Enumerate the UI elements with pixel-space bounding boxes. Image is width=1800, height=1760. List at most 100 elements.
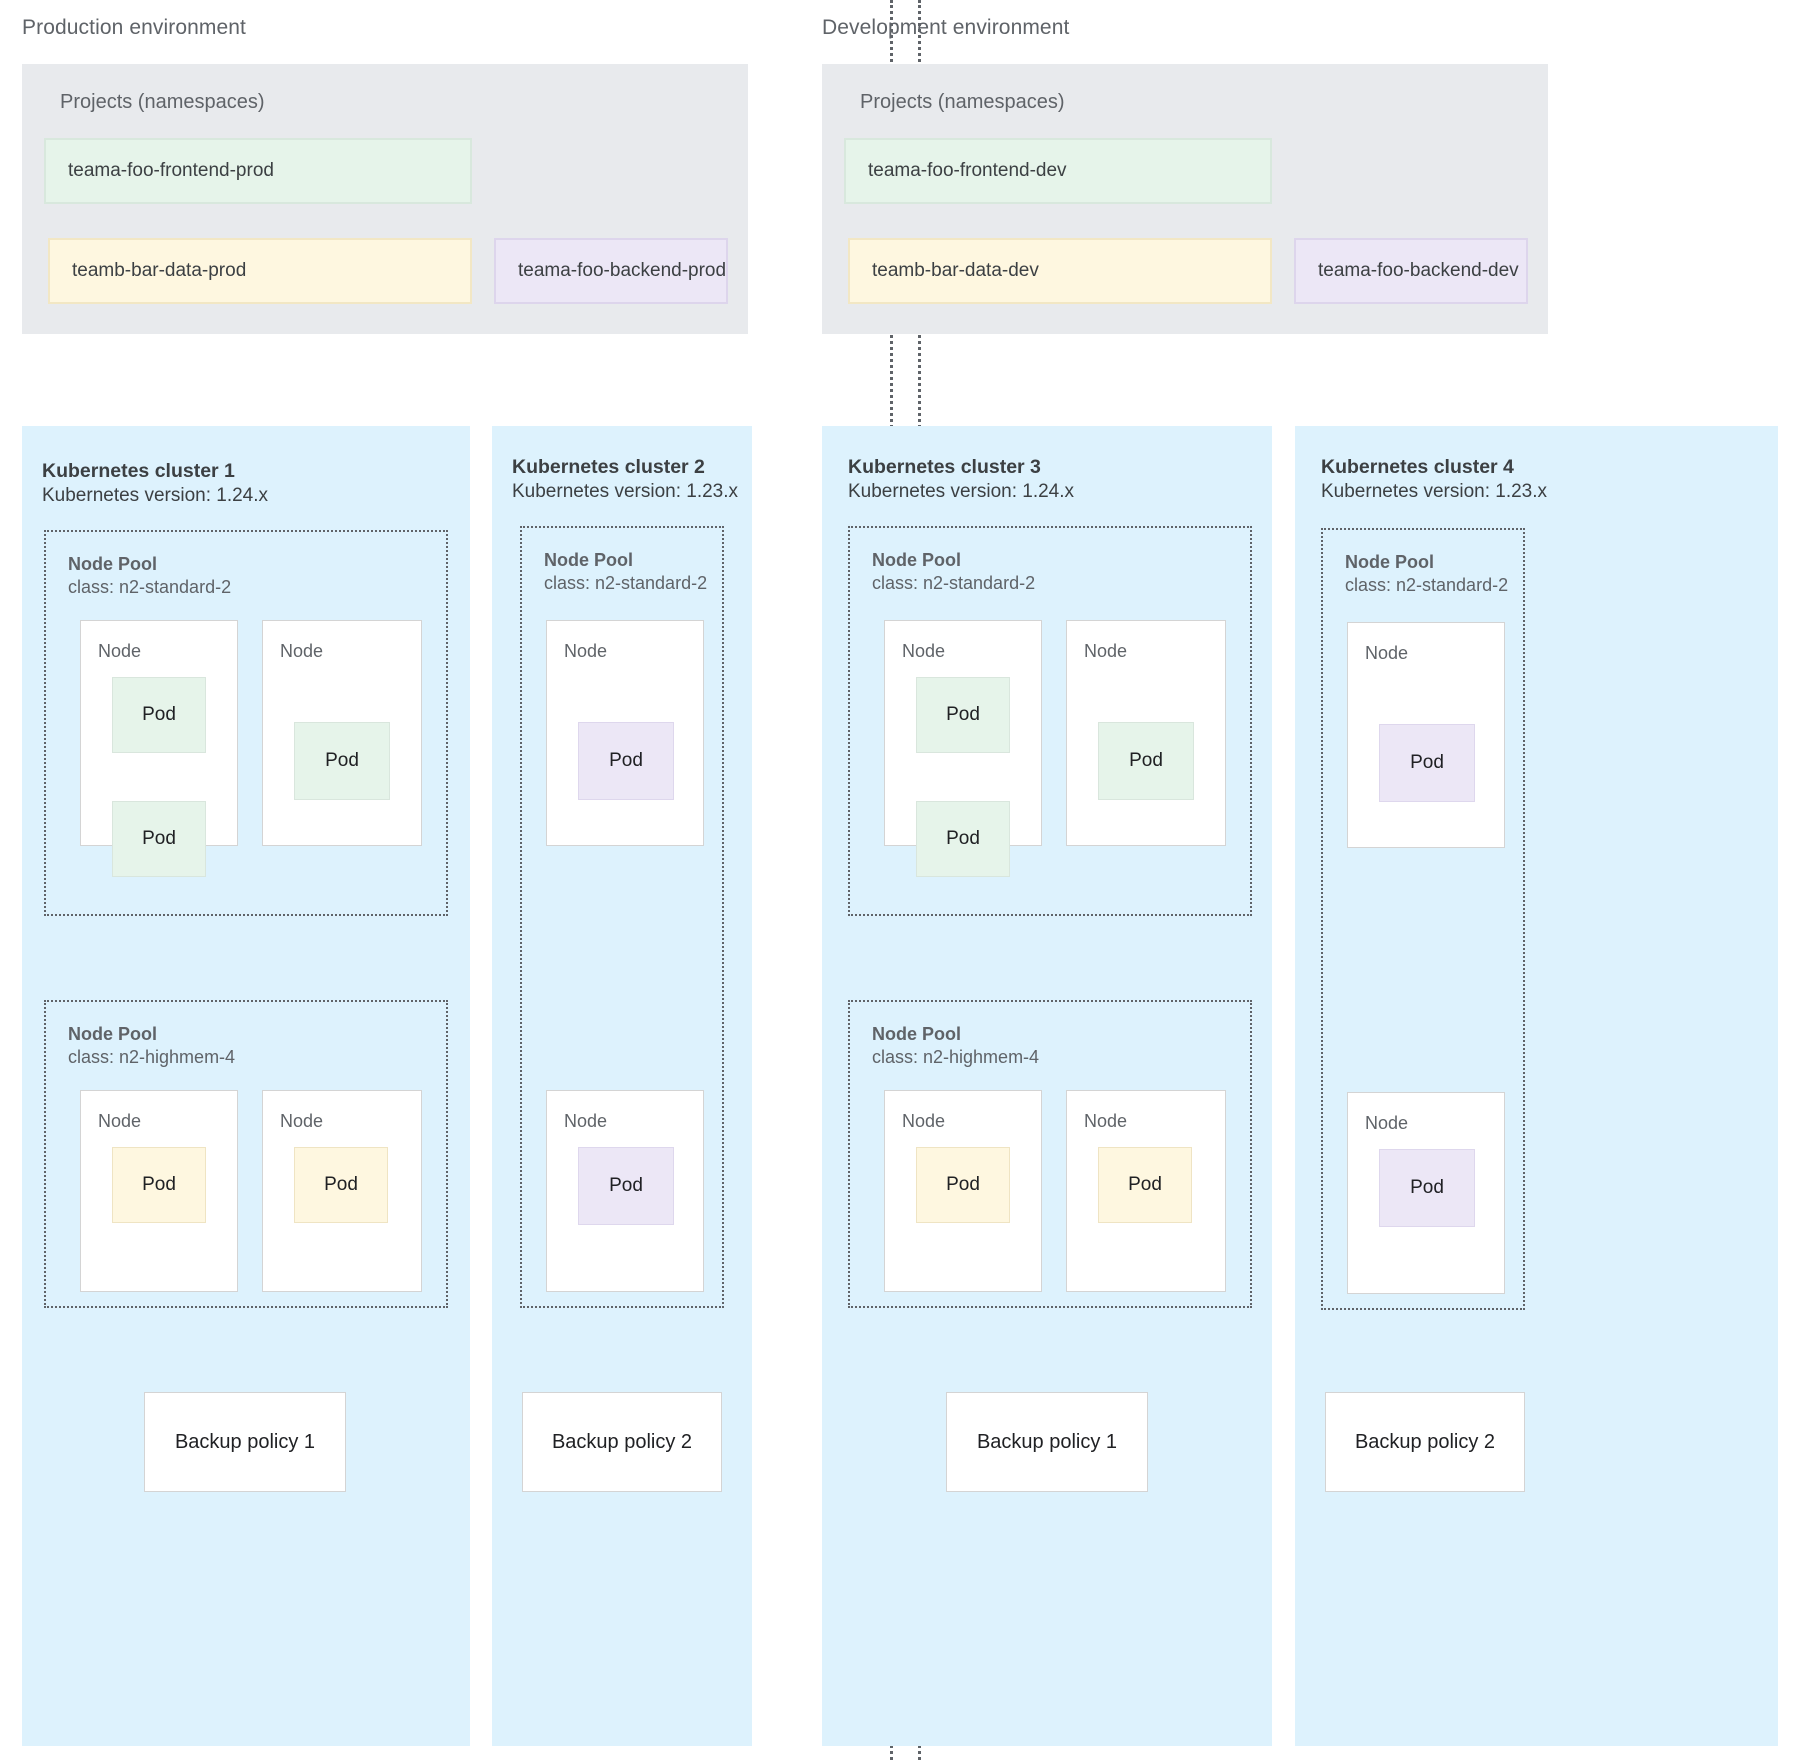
namespace-box-teama-foo-frontend-dev[interactable]: teama-foo-frontend-dev: [844, 138, 1272, 204]
node-pool-class: class: n2-standard-2: [68, 577, 232, 597]
namespace-label: teamb-bar-data-prod: [72, 260, 247, 281]
namespace-label: teamb-bar-data-dev: [872, 260, 1039, 281]
cluster-panel-3[interactable]: Kubernetes cluster 3 Kubernetes version:…: [822, 426, 1272, 1746]
pod-label: Pod: [609, 1175, 643, 1196]
projects-label-development: Projects (namespaces): [860, 91, 1065, 113]
pod-label: Pod: [1129, 750, 1163, 771]
cluster-version-3: Kubernetes version: 1.24.x: [848, 481, 1075, 502]
cluster-version-2: Kubernetes version: 1.23.x: [512, 481, 739, 502]
backup-policy-label: Backup policy 1: [976, 1430, 1118, 1453]
pod-label: Pod: [946, 828, 980, 849]
node-pool-4-1[interactable]: Node Pool class: n2-standard-2 Node Pod …: [1321, 528, 1525, 1310]
namespace-box-teama-foo-backend-dev[interactable]: teama-foo-backend-dev: [1294, 238, 1528, 304]
node-label: Node: [1084, 1111, 1128, 1131]
backup-policy-box-cluster-2[interactable]: Backup policy 2: [522, 1392, 722, 1492]
backup-policy-box-cluster-3[interactable]: Backup policy 1: [946, 1392, 1148, 1492]
backup-policy-label: Backup policy 1: [174, 1430, 316, 1453]
pod-box[interactable]: Pod: [578, 1147, 674, 1225]
backup-policy-box-cluster-4[interactable]: Backup policy 2: [1325, 1392, 1525, 1492]
pod-box[interactable]: Pod: [578, 722, 674, 800]
namespace-label: teama-foo-frontend-prod: [68, 160, 274, 181]
projects-label-production: Projects (namespaces): [60, 91, 265, 113]
node-pool-class: class: n2-highmem-4: [68, 1047, 236, 1067]
node-pool-2-1[interactable]: Node Pool class: n2-standard-2 Node Pod …: [520, 526, 724, 1308]
backup-policy-box-cluster-1[interactable]: Backup policy 1: [144, 1392, 346, 1492]
pod-label: Pod: [946, 704, 980, 725]
node-box[interactable]: Node Pod: [262, 620, 422, 846]
node-box[interactable]: Node Pod: [546, 620, 704, 846]
pod-label: Pod: [609, 750, 643, 771]
environment-title-development: Development environment: [822, 16, 1070, 39]
cluster-version-4: Kubernetes version: 1.23.x: [1321, 481, 1548, 502]
namespace-box-teamb-bar-data-dev[interactable]: teamb-bar-data-dev: [848, 238, 1272, 304]
node-label: Node: [280, 1111, 324, 1131]
node-box[interactable]: Node Pod: [1066, 620, 1226, 846]
node-pool-title: Node Pool: [872, 550, 961, 570]
projects-panel-development: Projects (namespaces) teama-foo-frontend…: [822, 64, 1548, 334]
node-label: Node: [98, 1111, 142, 1131]
node-pool-class: class: n2-highmem-4: [872, 1047, 1040, 1067]
pod-label: Pod: [1128, 1174, 1162, 1195]
pod-label: Pod: [1410, 752, 1444, 773]
namespace-box-teama-foo-frontend-prod[interactable]: teama-foo-frontend-prod: [44, 138, 472, 204]
cluster-panel-2[interactable]: Kubernetes cluster 2 Kubernetes version:…: [492, 426, 752, 1746]
cluster-panel-4[interactable]: Kubernetes cluster 4 Kubernetes version:…: [1295, 426, 1778, 1746]
namespace-label: teama-foo-backend-dev: [1318, 260, 1519, 281]
node-pool-class: class: n2-standard-2: [544, 573, 708, 593]
pod-box[interactable]: Pod: [294, 722, 390, 800]
cluster-title-1: Kubernetes cluster 1: [42, 460, 235, 482]
pod-box[interactable]: Pod: [1098, 722, 1194, 800]
node-box[interactable]: Node Pod: [1066, 1090, 1226, 1292]
pod-box[interactable]: Pod: [1379, 724, 1475, 802]
pod-label: Pod: [1410, 1177, 1444, 1198]
node-pool-title: Node Pool: [544, 550, 633, 570]
pod-box[interactable]: Pod: [1379, 1149, 1475, 1227]
node-label: Node: [1365, 1113, 1409, 1133]
node-box[interactable]: Node Pod: [1347, 622, 1505, 848]
node-pool-3-1[interactable]: Node Pool class: n2-standard-2 Node Pod …: [848, 526, 1252, 916]
pod-box[interactable]: Pod: [916, 677, 1010, 753]
namespace-box-teama-foo-backend-prod[interactable]: teama-foo-backend-prod: [494, 238, 728, 304]
pod-label: Pod: [324, 1174, 358, 1195]
node-label: Node: [280, 641, 324, 661]
pod-box[interactable]: Pod: [916, 1147, 1010, 1223]
node-pool-1-2[interactable]: Node Pool class: n2-highmem-4 Node Pod N…: [44, 1000, 448, 1308]
node-pool-title: Node Pool: [68, 554, 157, 574]
node-pool-title: Node Pool: [68, 1024, 157, 1044]
cluster-title-3: Kubernetes cluster 3: [848, 456, 1041, 478]
pod-box[interactable]: Pod: [112, 801, 206, 877]
cluster-panel-1[interactable]: Kubernetes cluster 1 Kubernetes version:…: [22, 426, 470, 1746]
node-box[interactable]: Node Pod Pod: [80, 620, 238, 877]
pod-box[interactable]: Pod: [294, 1147, 388, 1223]
cluster-version-1: Kubernetes version: 1.24.x: [42, 485, 269, 506]
pod-label: Pod: [142, 704, 176, 725]
pod-box[interactable]: Pod: [916, 801, 1010, 877]
pod-box[interactable]: Pod: [1098, 1147, 1192, 1223]
pod-box[interactable]: Pod: [112, 1147, 206, 1223]
node-label: Node: [98, 641, 142, 661]
pod-label: Pod: [946, 1174, 980, 1195]
pod-box[interactable]: Pod: [112, 677, 206, 753]
node-pool-3-2[interactable]: Node Pool class: n2-highmem-4 Node Pod N…: [848, 1000, 1252, 1308]
node-box[interactable]: Node Pod: [884, 1090, 1042, 1292]
node-box[interactable]: Node Pod: [80, 1090, 238, 1292]
node-box[interactable]: Node Pod Pod: [884, 620, 1042, 877]
cluster-title-4: Kubernetes cluster 4: [1321, 456, 1514, 478]
node-pool-1-1[interactable]: Node Pool class: n2-standard-2 Node Pod …: [44, 530, 448, 916]
node-box[interactable]: Node Pod: [1347, 1092, 1505, 1294]
namespace-label: teama-foo-frontend-dev: [868, 160, 1067, 181]
node-pool-class: class: n2-standard-2: [1345, 575, 1509, 595]
node-label: Node: [1365, 643, 1409, 663]
namespace-box-teamb-bar-data-prod[interactable]: teamb-bar-data-prod: [48, 238, 472, 304]
pod-label: Pod: [142, 1174, 176, 1195]
node-label: Node: [564, 1111, 608, 1131]
backup-policy-label: Backup policy 2: [1354, 1430, 1496, 1453]
backup-policy-label: Backup policy 2: [551, 1430, 693, 1453]
node-box[interactable]: Node Pod: [262, 1090, 422, 1292]
environment-title-production: Production environment: [22, 16, 246, 39]
node-label: Node: [564, 641, 608, 661]
node-box[interactable]: Node Pod: [546, 1090, 704, 1292]
node-label: Node: [902, 641, 946, 661]
node-pool-title: Node Pool: [1345, 552, 1434, 572]
